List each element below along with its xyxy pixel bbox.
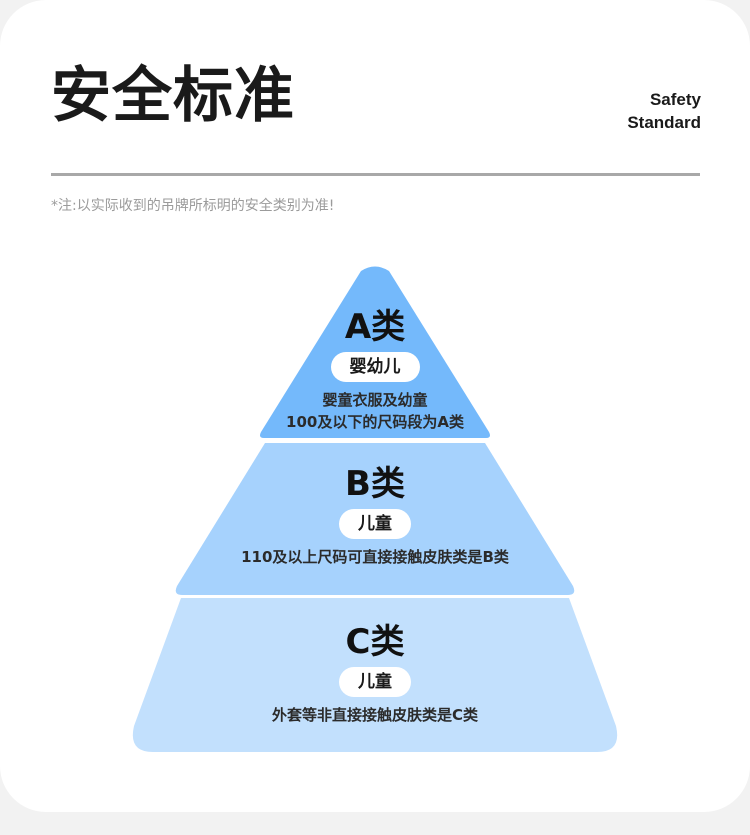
safety-class-pyramid: A类 婴幼儿 婴童衣服及幼童 100及以下的尺码段为A类 B类 儿童	[0, 262, 750, 762]
tier-b-badge-row: 儿童	[0, 509, 750, 539]
tier-b-badge: 儿童	[339, 509, 411, 539]
tier-a-description: 婴童衣服及幼童 100及以下的尺码段为A类	[0, 389, 750, 433]
tier-a-description-line2: 100及以下的尺码段为A类	[286, 413, 464, 431]
page-title-english: Safety Standard	[627, 88, 701, 134]
tier-b-description-line1: 110及以上尺码可直接接触皮肤类是B类	[241, 548, 509, 566]
tier-a-badge: 婴幼儿	[330, 352, 420, 382]
page-title-english-line2: Standard	[627, 113, 701, 132]
disclaimer-note: *注:以实际收到的吊牌所标明的安全类别为准!	[51, 198, 335, 214]
tier-b-label: B类	[345, 464, 405, 504]
tier-c-description: 外套等非直接接触皮肤类是C类	[0, 704, 750, 726]
tier-c-description-line1: 外套等非直接接触皮肤类是C类	[271, 706, 478, 724]
tier-b-content: B类 儿童 110及以上尺码可直接接触皮肤类是B类	[0, 463, 750, 568]
tier-a-badge-row: 婴幼儿	[0, 352, 750, 382]
tier-c-badge-row: 儿童	[0, 667, 750, 697]
tier-a-description-line1: 婴童衣服及幼童	[322, 391, 428, 409]
tier-a-label: A类	[344, 307, 406, 347]
tier-b-description: 110及以上尺码可直接接触皮肤类是B类	[0, 546, 750, 568]
tier-a-content: A类 婴幼儿 婴童衣服及幼童 100及以下的尺码段为A类	[0, 306, 750, 433]
tier-c-content: C类 儿童 外套等非直接接触皮肤类是C类	[0, 621, 750, 726]
pyramid-tier-a: A类 婴幼儿 婴童衣服及幼童 100及以下的尺码段为A类	[0, 262, 750, 438]
tier-c-badge: 儿童	[339, 667, 411, 697]
header-divider	[51, 173, 700, 176]
page-title-english-line1: Safety	[649, 90, 701, 109]
pyramid-tier-c: C类 儿童 外套等非直接接触皮肤类是C类	[0, 598, 750, 752]
page-header: 安全标准 Safety Standard	[51, 62, 701, 162]
page-title: 安全标准	[51, 61, 295, 131]
tier-c-label: C类	[345, 622, 405, 662]
pyramid-tier-b: B类 儿童 110及以上尺码可直接接触皮肤类是B类	[0, 443, 750, 595]
page-card: 安全标准 Safety Standard *注:以实际收到的吊牌所标明的安全类别…	[0, 0, 750, 812]
